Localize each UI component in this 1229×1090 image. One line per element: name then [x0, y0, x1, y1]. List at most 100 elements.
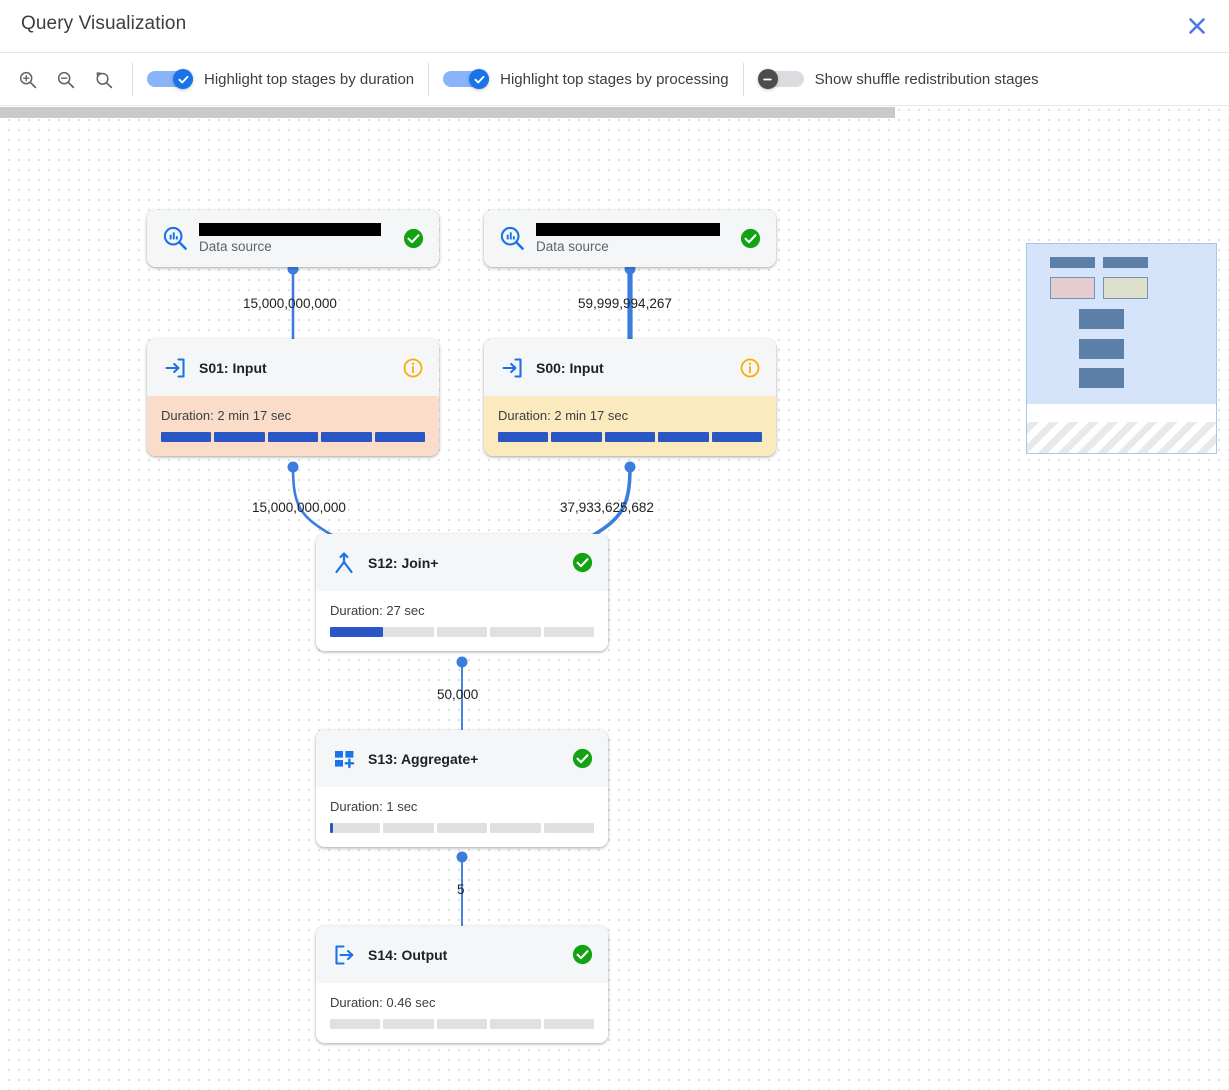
toggle-show-shuffle[interactable]: Show shuffle redistribution stages: [757, 53, 1039, 105]
toggle-switch-processing[interactable]: [443, 69, 490, 89]
node-body: Duration: 2 min 17 sec: [484, 396, 776, 456]
node-header: Data source: [484, 210, 776, 267]
node-data-source-left[interactable]: Data source: [147, 210, 439, 267]
progress-segment: [604, 432, 656, 442]
progress-segment: [267, 432, 319, 442]
page-title: Query Visualization: [21, 13, 187, 34]
toggle-highlight-duration[interactable]: Highlight top stages by duration: [147, 53, 414, 105]
node-stage-s13[interactable]: S13: Aggregate+ Duration: 1 sec: [316, 730, 608, 847]
node-header: S00: Input: [484, 339, 776, 396]
minimap-node: [1079, 339, 1124, 359]
minimap-node: [1050, 257, 1095, 268]
progress-fill: [330, 823, 334, 833]
bigquery-search-icon: [161, 225, 189, 253]
join-merge-icon: [330, 549, 358, 577]
node-stage-s14[interactable]: S14: Output Duration: 0.46 sec: [316, 926, 608, 1043]
progress-segment: [543, 1019, 595, 1029]
status-success-icon: [570, 551, 594, 575]
status-info-icon[interactable]: [401, 356, 425, 380]
progress-segment: [498, 432, 549, 442]
close-icon[interactable]: [1179, 8, 1215, 44]
toolbar-divider-2: [428, 62, 430, 96]
node-title: S01: Input: [199, 359, 267, 376]
node-title: S14: Output: [368, 946, 448, 963]
toggle-label-duration: Highlight top stages by duration: [204, 70, 415, 88]
data-source-subtitle: Data source: [536, 239, 609, 254]
progress-segment: [383, 823, 434, 833]
progress-segment: [436, 1019, 488, 1029]
zoom-in-icon[interactable]: [12, 64, 42, 94]
progress-bar: [330, 823, 595, 833]
progress-bar: [498, 432, 763, 442]
horizontal-scrollbar-thumb[interactable]: [0, 107, 895, 118]
input-arrow-icon: [498, 354, 526, 382]
data-source-subtitle: Data source: [199, 239, 272, 254]
progress-segment: [490, 627, 541, 637]
node-body: Duration: 2 min 17 sec: [147, 396, 439, 456]
edge-label: 15,000,000,000: [243, 296, 337, 311]
node-header: Data source: [147, 210, 439, 267]
node-stage-s00[interactable]: S00: Input Duration: 2 min 17 sec: [484, 339, 776, 456]
progress-segment: [711, 432, 763, 442]
toggle-switch-shuffle[interactable]: [757, 69, 804, 89]
graph-toolbar: Highlight top stages by duration Highlig…: [0, 53, 1229, 106]
node-header: S12: Join+: [316, 534, 608, 591]
zoom-out-icon[interactable]: [50, 64, 80, 94]
status-info-icon[interactable]: [738, 356, 762, 380]
node-title: S00: Input: [536, 359, 604, 376]
minimap-node: [1079, 368, 1124, 388]
edge-label: 5: [457, 882, 465, 897]
node-header: S13: Aggregate+: [316, 730, 608, 787]
progress-segment: [214, 432, 265, 442]
progress-segment: [383, 627, 434, 637]
toolbar-divider-1: [132, 62, 133, 96]
graph-minimap[interactable]: [1026, 243, 1217, 454]
progress-segment: [383, 1019, 434, 1029]
progress-segment: [490, 823, 541, 833]
progress-bar: [161, 432, 426, 442]
progress-segment: [490, 1019, 541, 1029]
zoom-controls: [0, 53, 118, 105]
redacted-data-source-name: [536, 223, 720, 236]
duration-label: Duration: 0.46 sec: [330, 995, 436, 1010]
toggle-switch-duration[interactable]: [147, 69, 193, 89]
node-data-source-right[interactable]: Data source: [484, 210, 776, 267]
progress-segment: [436, 627, 488, 637]
progress-fill: [330, 627, 383, 637]
progress-bar: [330, 627, 595, 637]
node-header: S01: Input: [147, 339, 439, 396]
output-arrow-icon: [330, 941, 358, 969]
node-stage-s01[interactable]: S01: Input Duration: 2 min 17 sec: [147, 339, 439, 456]
toggle-label-shuffle: Show shuffle redistribution stages: [814, 70, 1039, 88]
minimap-viewport[interactable]: [1027, 244, 1216, 405]
dialog-title-bar: Query Visualization: [0, 0, 1229, 53]
minimap-node-highlight-processing: [1103, 277, 1148, 299]
toolbar-divider-3: [742, 62, 744, 96]
status-success-icon: [401, 227, 425, 251]
node-title: S12: Join+: [368, 554, 439, 571]
zoom-reset-icon[interactable]: [88, 64, 118, 94]
graph-canvas[interactable]: 15,000,000,000 59,999,994,267 15,000,000…: [0, 106, 1229, 1090]
node-stage-s12[interactable]: S12: Join+ Duration: 27 sec: [316, 534, 608, 651]
progress-segment: [374, 432, 426, 442]
progress-segment: [161, 432, 212, 442]
progress-segment: [543, 627, 595, 637]
switch-knob: [757, 69, 778, 89]
toggle-highlight-processing[interactable]: Highlight top stages by processing: [443, 53, 729, 105]
node-body: Duration: 1 sec: [316, 787, 608, 847]
duration-label: Duration: 2 min 17 sec: [498, 408, 629, 423]
node-header: S14: Output: [316, 926, 608, 983]
node-title: S13: Aggregate+: [368, 750, 479, 767]
progress-segment: [330, 1019, 381, 1029]
status-success-icon: [570, 747, 594, 771]
status-success-icon: [570, 943, 594, 967]
minimap-node-highlight-duration: [1050, 277, 1095, 299]
progress-segment: [330, 823, 381, 833]
horizontal-scrollbar-track[interactable]: [0, 106, 1229, 119]
node-body: Duration: 0.46 sec: [316, 983, 608, 1043]
edge-label: 37,933,625,682: [560, 500, 654, 515]
data-source-text: Data source: [199, 223, 401, 254]
progress-segment: [436, 823, 488, 833]
input-arrow-icon: [161, 354, 189, 382]
minimap-node: [1079, 309, 1124, 329]
